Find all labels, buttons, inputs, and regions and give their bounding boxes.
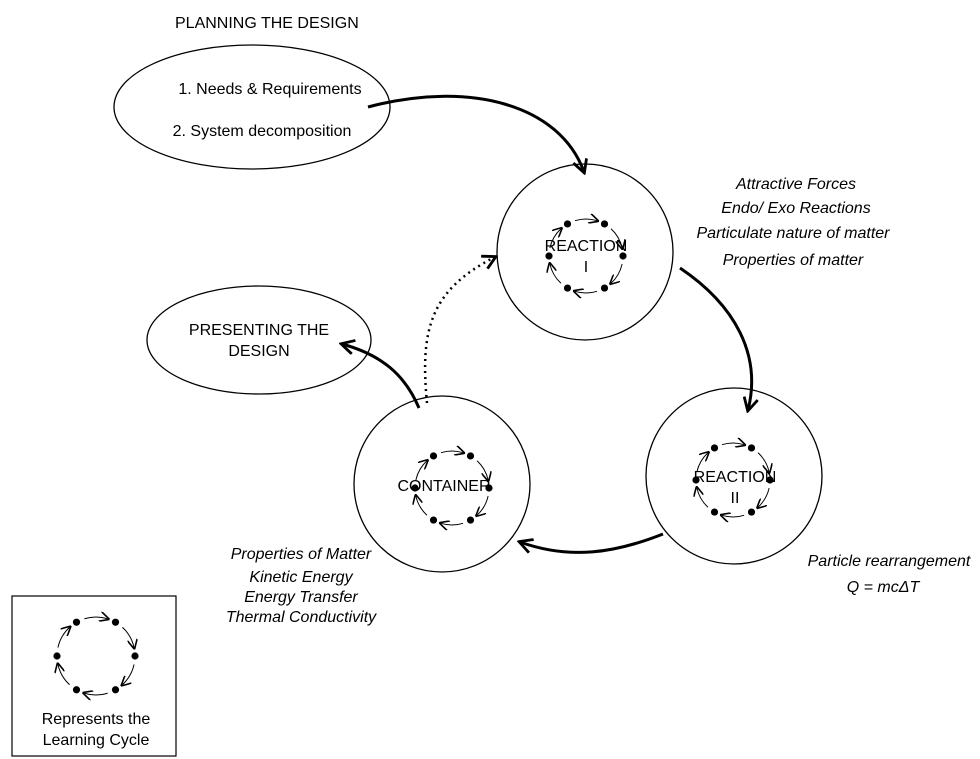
cycle-arc [122, 626, 134, 647]
container-circle [353, 395, 531, 573]
legend-learning-cycle-icon [53, 617, 139, 695]
cycle-arc [610, 228, 622, 248]
cycle-arc [757, 452, 769, 472]
legend-text-line2: Learning Cycle [43, 732, 150, 749]
cycle-arc [84, 693, 108, 695]
cycle-dot [72, 618, 81, 626]
cycle-dot [545, 252, 553, 260]
cycle-dot [466, 452, 475, 460]
reaction-2-learning-cycle-icon [692, 443, 774, 517]
reaction-1-learning-cycle-icon [545, 219, 627, 293]
reaction-2-concept: Q = mcΔT [847, 579, 921, 596]
cycle-arc [477, 495, 489, 515]
cycle-dot [131, 652, 139, 660]
reaction-1-concept: Properties of matter [723, 252, 864, 269]
cycle-arc [696, 453, 708, 473]
reaction-1-concept: Endo/ Exo Reactions [721, 200, 870, 217]
cycle-arc [476, 460, 488, 480]
cycle-dot [563, 284, 572, 292]
diagram-title: PLANNING THE DESIGN [175, 15, 359, 32]
cycle-dot [766, 476, 774, 484]
cycle-dot [111, 686, 120, 694]
cycle-arc [697, 488, 709, 508]
cycle-dot [411, 484, 419, 492]
reaction-1-to-reaction-2-arrow [679, 266, 752, 410]
cycle-dot [53, 652, 61, 660]
presenting-label-line2: DESIGN [228, 343, 289, 360]
cycle-arc [84, 617, 107, 619]
cycle-dot [619, 252, 627, 260]
reaction-2-circle [645, 387, 823, 565]
reaction-1-concept: Particulate nature of matter [697, 225, 891, 242]
cycle-dot [111, 618, 120, 626]
cycle-dot [485, 484, 493, 492]
planning-to-reaction-1-arrow [367, 94, 584, 172]
reaction-1-concept: Attractive Forces [735, 176, 856, 193]
reaction-2-concept: Particle rearrangement [808, 553, 971, 570]
reaction-1-label: REACTION [545, 238, 628, 255]
cycle-arc [440, 451, 463, 453]
legend-text-line1: Represents the [42, 711, 151, 728]
cycle-arc [58, 665, 70, 686]
cycle-arc [441, 523, 464, 525]
container-concept: Thermal Conductivity [226, 609, 377, 626]
cycle-arc [574, 219, 597, 221]
planning-step-1: 1. Needs & Requirements [178, 81, 361, 98]
planning-step-2: 2. System decomposition [173, 123, 352, 140]
cycle-arc [611, 263, 623, 283]
cycle-dot [429, 452, 438, 460]
cycle-arc [57, 627, 70, 648]
cycle-dot [600, 220, 609, 228]
cycle-dot [747, 508, 756, 516]
planning-ellipse [113, 44, 391, 170]
cycle-dot [429, 516, 438, 524]
cycle-dot [600, 284, 609, 292]
container-concept: Properties of Matter [231, 546, 372, 563]
cycle-dot [747, 444, 756, 452]
cycle-dot [692, 476, 700, 484]
reaction-1-number: I [584, 259, 588, 276]
cycle-dot [563, 220, 572, 228]
container-concept: Kinetic Energy [249, 569, 353, 586]
cycle-arc [550, 264, 562, 284]
cycle-arc [721, 443, 744, 445]
presenting-label-line1: PRESENTING THE [189, 322, 329, 339]
container-concept: Energy Transfer [244, 589, 358, 606]
legend-box [11, 595, 177, 757]
cycle-arc [549, 229, 561, 249]
cycle-arc [722, 515, 745, 517]
cycle-arc [758, 487, 770, 507]
cycle-arc [122, 664, 135, 685]
cycle-arc [416, 496, 428, 516]
container-label: CONTAINER [397, 478, 490, 495]
cycle-arc [415, 461, 427, 481]
cycle-dot [710, 508, 719, 516]
container-to-presenting-arrow [342, 344, 421, 409]
reaction-2-label: REACTION [694, 469, 777, 486]
container-learning-cycle-icon [411, 451, 493, 525]
reaction-2-to-container-arrow [520, 532, 664, 554]
reaction-2-number: II [731, 490, 740, 507]
presenting-ellipse [146, 285, 372, 395]
cycle-dot [72, 686, 81, 694]
cycle-arc [575, 291, 598, 293]
container-to-reaction-1-arrow [423, 257, 495, 404]
cycle-dot [466, 516, 475, 524]
cycle-dot [710, 444, 719, 452]
